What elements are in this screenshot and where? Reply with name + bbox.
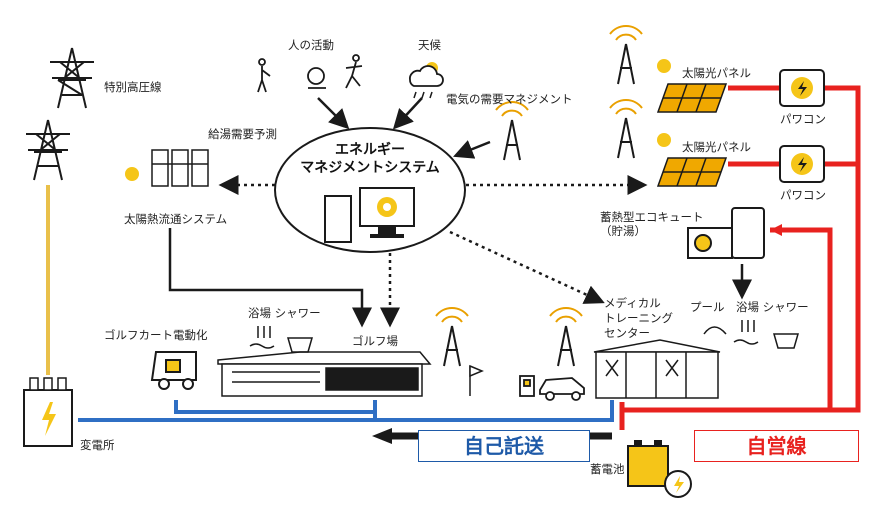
label-solar-panel-1: 太陽光パネル — [682, 66, 751, 80]
label-pool: プール — [690, 300, 725, 314]
label-solar-panel-2: 太陽光パネル — [682, 140, 751, 154]
solar-thermal-icon — [151, 149, 209, 187]
label-ecocute: 蓄熱型エコキュート （貯湯） — [600, 210, 704, 238]
label-substation: 変電所 — [80, 438, 115, 452]
label-battery: 蓄電池 — [590, 462, 625, 476]
golf-cart-icon — [150, 351, 197, 390]
ems-title-line1: エネルギー — [335, 142, 405, 158]
battery-icon — [627, 440, 692, 498]
weather-icon — [409, 62, 444, 99]
label-bath-shower-left: 浴場 シャワー — [248, 306, 321, 320]
power-conditioner-icon — [779, 69, 825, 183]
label-medical-line2: トレーニング — [604, 311, 673, 325]
transmission-tower-icon — [50, 47, 94, 109]
label-ecocute-line2: （貯湯） — [600, 224, 646, 238]
private-line-box: 自営線 — [694, 430, 859, 462]
label-hot-water-forecast: 給湯需要予測 — [208, 127, 277, 141]
ecocute-icon — [687, 207, 765, 259]
golf-clubhouse-icon — [217, 351, 432, 397]
label-golf-course: ゴルフ場 — [352, 334, 398, 348]
antenna-icon — [435, 25, 643, 367]
label-ecocute-line1: 蓄熱型エコキュート — [600, 210, 704, 224]
label-weather: 天候 — [418, 38, 441, 52]
label-power-demand-mgmt: 電気の需要マネジメント — [446, 92, 573, 106]
label-golf-cart: ゴルフカート電動化 — [104, 328, 208, 342]
substation-icon — [23, 377, 73, 447]
medical-center-icon — [593, 339, 721, 399]
human-activity-icon — [257, 54, 363, 93]
transmission-tower-icon-2 — [26, 119, 70, 181]
label-solar-thermal: 太陽熱流通システム — [124, 212, 228, 226]
ems-title-line2: マネジメントシステム — [300, 160, 440, 176]
sun-icon — [125, 59, 671, 181]
golf-flag-icon — [469, 364, 484, 396]
label-medical-line3: センター — [604, 326, 650, 340]
label-medical-line1: メディカル — [604, 296, 661, 310]
label-power-conditioner-1: パワコン — [780, 112, 826, 126]
label-human-activity: 人の活動 — [288, 38, 334, 52]
shower-icon — [249, 320, 799, 353]
self-wheeling-box: 自己託送 — [418, 430, 590, 462]
label-extra-high-voltage: 特別高圧線 — [104, 80, 162, 94]
computer-icon — [324, 187, 415, 243]
self-wheeling-line — [78, 400, 614, 422]
label-bath-shower-right: 浴場 シャワー — [736, 300, 809, 314]
label-power-conditioner-2: パワコン — [780, 188, 826, 202]
ev-car-icon — [519, 375, 585, 401]
solar-panel-icon — [656, 83, 728, 187]
label-medical-center: メディカル トレーニング センター — [604, 296, 673, 341]
ems-title: エネルギー マネジメントシステム — [286, 141, 454, 177]
